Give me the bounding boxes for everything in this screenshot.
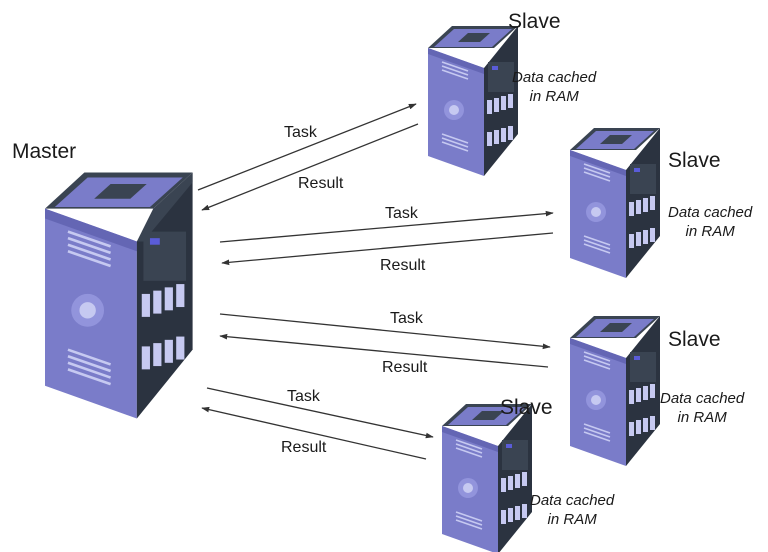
slave-note-2-line1: Data cached	[668, 204, 753, 221]
slave-note-1-line2: in RAM	[529, 88, 579, 105]
task-label-3: Task	[390, 310, 423, 327]
result-arrow-3	[219, 333, 549, 368]
result-label-1: Result	[298, 175, 344, 192]
result-label-4: Result	[281, 439, 327, 456]
slave-note-4-line2: in RAM	[547, 511, 597, 528]
task-label-4: Task	[287, 388, 320, 405]
slave-note-4: Data cached in RAM	[530, 491, 614, 529]
result-label-2: Result	[380, 257, 426, 274]
slave-note-1: Data cached in RAM	[512, 68, 596, 106]
slave-note-1-line1: Data cached	[512, 69, 597, 86]
master-label: Master	[12, 140, 77, 163]
slave-note-3-line1: Data cached	[660, 390, 745, 407]
task-arrow-3	[219, 313, 551, 350]
slave-label-1: Slave	[508, 10, 561, 33]
slave-label-4: Slave	[500, 396, 553, 419]
master-server-graphic	[45, 172, 193, 419]
task-arrow-1	[197, 103, 417, 191]
slave-server-2-graphic	[570, 128, 660, 278]
result-arrow-4	[201, 406, 427, 460]
task-label-1: Task	[284, 124, 317, 141]
slave-note-3-line2: in RAM	[677, 409, 727, 426]
slave-note-4-line1: Data cached	[530, 492, 615, 509]
result-arrow-2	[221, 232, 554, 266]
slave-note-2-line2: in RAM	[685, 223, 735, 240]
slave-note-2: Data cached in RAM	[668, 203, 752, 241]
task-label-2: Task	[385, 205, 418, 222]
slave-label-3: Slave	[668, 328, 721, 351]
slave-label-2: Slave	[668, 149, 721, 172]
task-arrow-2	[219, 210, 554, 243]
slave-note-3: Data cached in RAM	[660, 389, 744, 427]
slave-server-3-graphic	[570, 316, 660, 466]
result-label-3: Result	[382, 359, 428, 376]
task-arrow-4	[206, 387, 434, 439]
result-arrow-1	[201, 123, 419, 211]
slave-server-1-graphic	[428, 26, 518, 176]
slave-server-4-graphic	[442, 404, 532, 552]
